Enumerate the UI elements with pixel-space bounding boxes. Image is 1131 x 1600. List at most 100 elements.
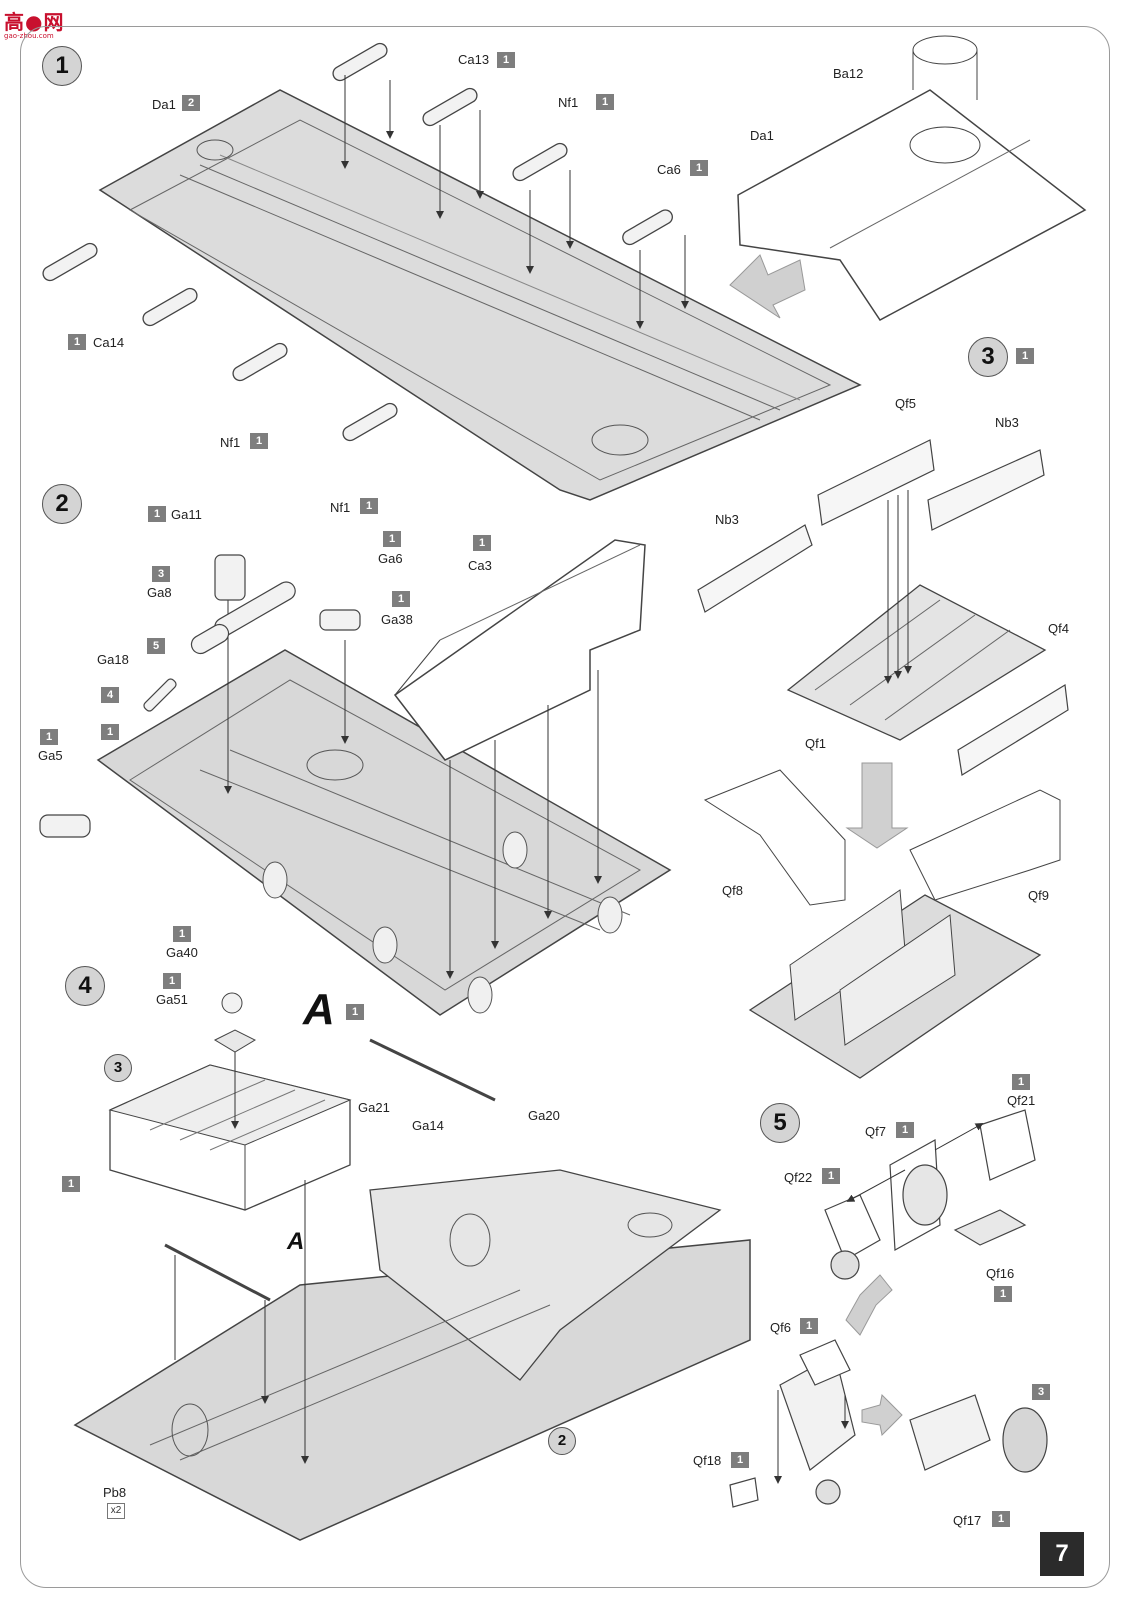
- step2-arrows: [224, 600, 602, 979]
- qty-Nf1-top: 1: [596, 94, 614, 110]
- step-3-qty: 1: [1016, 348, 1034, 364]
- qty-1-left: 1: [101, 724, 119, 740]
- label-Qf21: Qf21: [1007, 1093, 1036, 1108]
- step2-small-parts: [39, 554, 361, 838]
- label-Nf1-top: Nf1: [558, 95, 579, 110]
- step4-top-parts: [164, 992, 496, 1464]
- ref-step-2: 2: [548, 1427, 576, 1455]
- label-Qf5: Qf5: [895, 396, 916, 411]
- label-Qf18: Qf18: [693, 1453, 722, 1468]
- step3-arrows: [884, 490, 912, 684]
- ref-step-3: 3: [104, 1054, 132, 1082]
- label-Qf1: Qf1: [805, 736, 826, 751]
- label-Ga11: Ga11: [171, 507, 202, 522]
- step4-hull: [73, 1169, 751, 1541]
- qty-Ga51: 1: [163, 973, 181, 989]
- step1-detail-plate: [737, 35, 1087, 321]
- qty-Ga38: 1: [392, 591, 410, 607]
- qty-Ga18: 5: [147, 638, 165, 654]
- step2-hull: [96, 649, 672, 1016]
- label-Da1-left: Da1: [152, 97, 176, 112]
- qty-Qf22: 1: [822, 1168, 840, 1184]
- step-2-number: 2: [42, 484, 82, 524]
- step5-parts: [729, 1109, 1048, 1508]
- label-Ga18: Ga18: [97, 652, 129, 667]
- label-Pb8: Pb8: [103, 1485, 127, 1500]
- qty-Pb8: x2: [107, 1503, 125, 1519]
- step-1-number: 1: [42, 46, 82, 86]
- step1-bars: [42, 42, 673, 442]
- qty-Qf7: 1: [896, 1122, 914, 1138]
- step1-direction-arrow: [729, 254, 806, 319]
- qty-Qf6: 1: [800, 1318, 818, 1334]
- step3-walls: [697, 439, 1069, 776]
- step-3-number: 3: [968, 337, 1008, 377]
- step3-assembled: [703, 769, 1061, 1079]
- label-Ca14: Ca14: [93, 335, 125, 350]
- subassembly-A-marker: A: [287, 1228, 305, 1255]
- label-Nf1-bot: Nf1: [330, 500, 351, 515]
- label-Qf16: Qf16: [986, 1266, 1015, 1281]
- step5-direction-arrow-2: [861, 1393, 903, 1437]
- step-5-number: 5: [760, 1103, 800, 1143]
- label-Nb3-left: Nb3: [715, 512, 739, 527]
- step3-floor: [786, 584, 1047, 741]
- step1-arrows: [341, 75, 689, 329]
- qty-box: 1: [62, 1176, 80, 1192]
- qty-Nf1-bot: 1: [360, 498, 378, 514]
- label-Nb3-right: Nb3: [995, 415, 1019, 430]
- qty-Ga5: 1: [40, 729, 58, 745]
- label-Qf9: Qf9: [1028, 888, 1049, 903]
- label-Ga8: Ga8: [147, 585, 172, 600]
- qty-4: 4: [101, 687, 119, 703]
- label-Ga40: Ga40: [166, 945, 198, 960]
- qty-Ca3: 1: [473, 535, 491, 551]
- label-Ba12: Ba12: [833, 66, 864, 81]
- label-Qf22: Qf22: [784, 1170, 813, 1185]
- qty-Ga6: 1: [383, 531, 401, 547]
- subassembly-A-title: A: [303, 985, 335, 1034]
- label-Da1-right: Da1: [750, 128, 774, 143]
- label-Nf1-mid: Nf1: [220, 435, 241, 450]
- label-Ca6: Ca6: [657, 162, 681, 177]
- step1-hull-floor: [98, 89, 862, 501]
- step4-box: [108, 1064, 352, 1211]
- qty-Ga40: 1: [173, 926, 191, 942]
- step5-direction-arrow-1: [845, 1274, 893, 1336]
- label-Ga38: Ga38: [381, 612, 413, 627]
- step-4-number: 4: [65, 966, 105, 1006]
- qty-Da1-left: 2: [182, 95, 200, 111]
- qty-Ca13: 1: [497, 52, 515, 68]
- qty-3-bottom: 3: [1032, 1384, 1050, 1400]
- qty-Ga11: 1: [148, 506, 166, 522]
- label-Ca3: Ca3: [468, 558, 492, 573]
- qty-Qf17: 1: [992, 1511, 1010, 1527]
- label-Qf4: Qf4: [1048, 621, 1069, 636]
- label-Qf7: Qf7: [865, 1124, 886, 1139]
- label-Ga14: Ga14: [412, 1118, 444, 1133]
- step3-direction-arrow: [845, 762, 909, 849]
- label-Ga20: Ga20: [528, 1108, 560, 1123]
- step2-ca3-plate: [393, 539, 646, 761]
- qty-Ca6: 1: [690, 160, 708, 176]
- qty-subassembly-A: 1: [346, 1004, 364, 1020]
- qty-Nf1-mid: 1: [250, 433, 268, 449]
- page-number: 7: [1040, 1532, 1084, 1576]
- label-Ga21: Ga21: [358, 1100, 390, 1115]
- qty-Ca14: 1: [68, 334, 86, 350]
- step5-arrows: [774, 1123, 984, 1484]
- label-Qf8: Qf8: [722, 883, 743, 898]
- label-Ga5: Ga5: [38, 748, 63, 763]
- qty-Qf18: 1: [731, 1452, 749, 1468]
- label-Ga6: Ga6: [378, 551, 403, 566]
- label-Ga51: Ga51: [156, 992, 188, 1007]
- label-Qf6: Qf6: [770, 1320, 791, 1335]
- page-frame: [20, 26, 1110, 1588]
- qty-Qf21: 1: [1012, 1074, 1030, 1090]
- label-Ca13: Ca13: [458, 52, 490, 67]
- label-Qf17: Qf17: [953, 1513, 982, 1528]
- qty-Qf16: 1: [994, 1286, 1012, 1302]
- qty-Ga8: 3: [152, 566, 170, 582]
